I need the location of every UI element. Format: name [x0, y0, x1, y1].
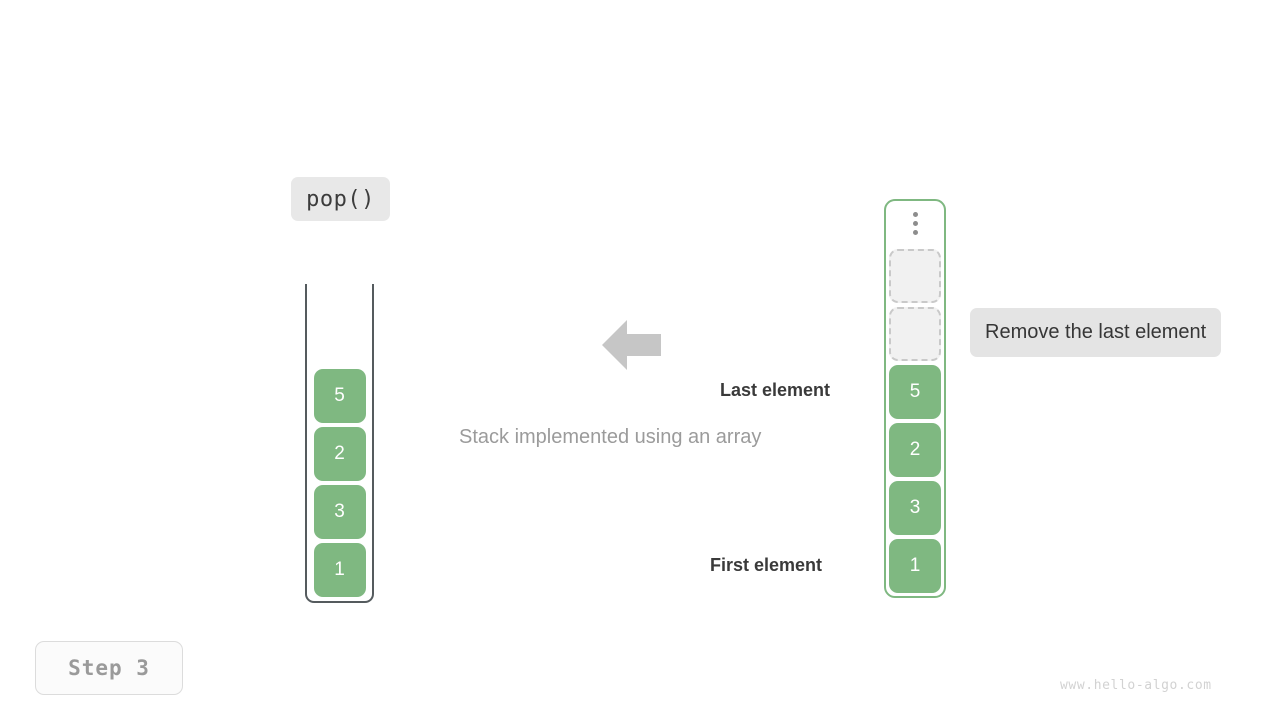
- array-cell-list: 5 2 3 1: [307, 369, 372, 597]
- stack-cell: 3: [889, 481, 941, 535]
- ellipsis-dot: [912, 230, 918, 235]
- stack-cell-empty: [889, 249, 941, 303]
- note-remove-last-element: Remove the last element: [970, 308, 1222, 357]
- stack-cell: 1: [889, 539, 941, 593]
- ellipsis-dot: [912, 221, 918, 226]
- label-last-element: Last element: [720, 380, 831, 400]
- operation-badge-pop: pop(): [291, 177, 390, 221]
- stack-container: 5 2 3 1: [884, 199, 946, 598]
- array-cell: 2: [313, 427, 366, 481]
- stack-cell-empty: [889, 307, 941, 361]
- label-first-element: First element: [710, 555, 823, 575]
- watermark: www.hello-algo.com: [1060, 678, 1212, 693]
- stack-cell: 2: [889, 423, 941, 477]
- ellipsis-dot: [912, 212, 918, 217]
- caption-text: Stack implemented using an array: [459, 426, 762, 448]
- stack-cell-list: 5 2 3 1: [886, 249, 944, 593]
- array-cell: 3: [313, 485, 366, 539]
- stack-cell: 5: [889, 365, 941, 419]
- step-badge: Step 3: [35, 641, 183, 695]
- array-container: 5 2 3 1: [305, 284, 374, 603]
- arrow-left-icon: [602, 320, 661, 370]
- array-cell: 1: [313, 543, 366, 597]
- array-cell: 5: [313, 369, 366, 423]
- vertical-ellipsis-icon: [886, 212, 944, 235]
